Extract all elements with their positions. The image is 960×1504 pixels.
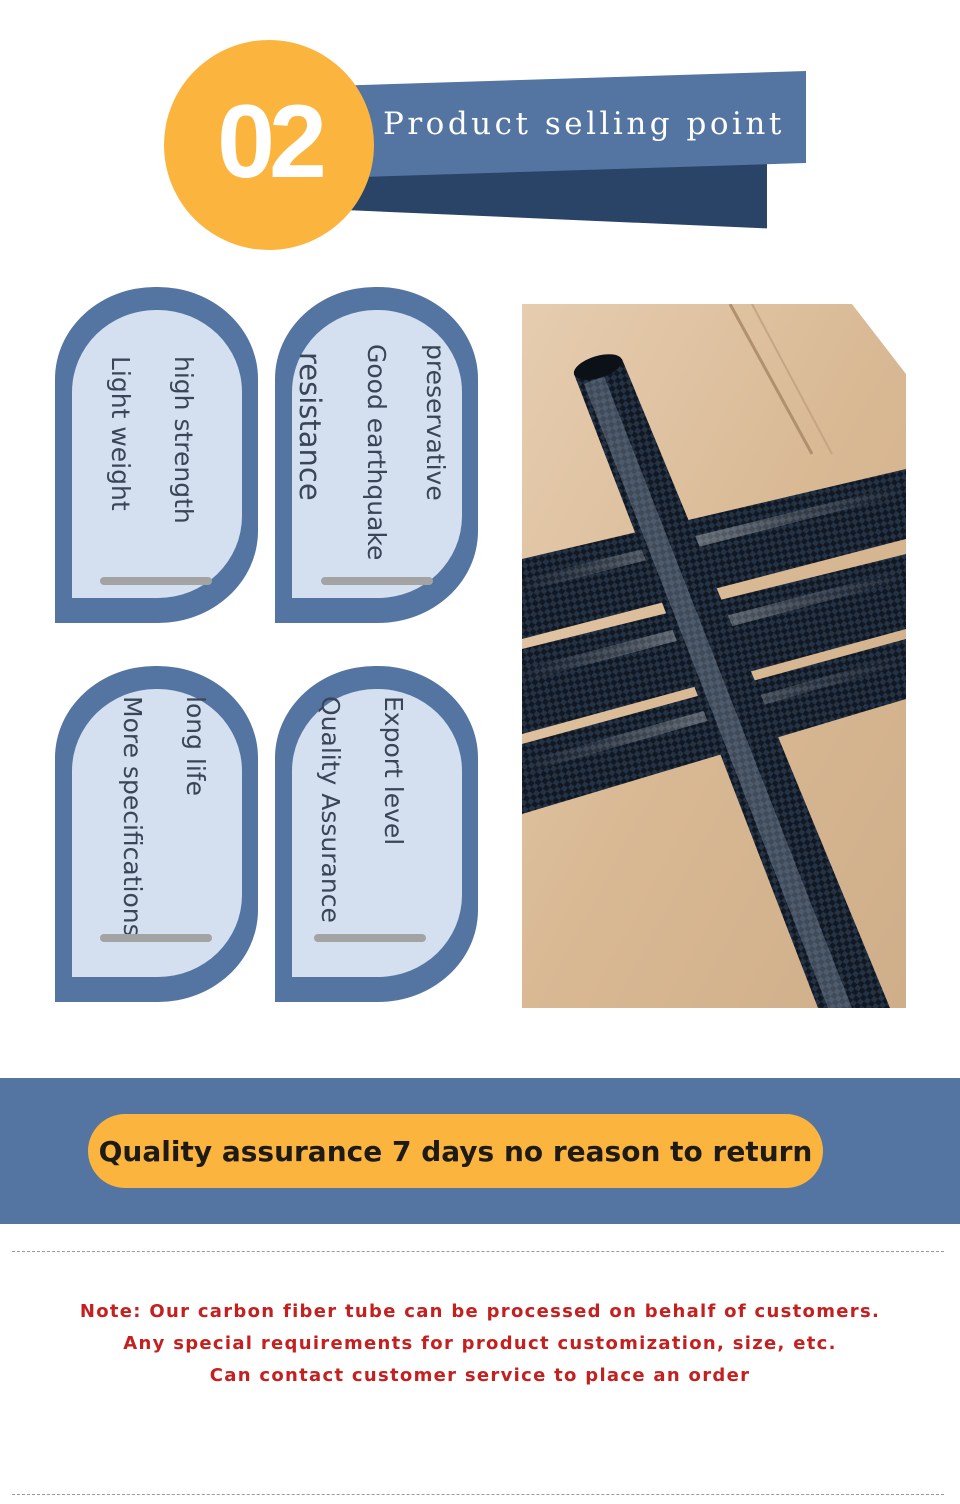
section-number: 02 <box>217 83 327 200</box>
feature-text: preservative <box>421 344 450 501</box>
feature-card-life: long life More specifications <box>55 666 258 1002</box>
note-line: Note: Our carbon fiber tube can be proce… <box>79 1301 881 1322</box>
quality-text: Quality assurance 7 days no reason to re… <box>98 1134 813 1168</box>
feature-text: high strength <box>169 356 198 524</box>
carbon-fiber-tubes-illustration <box>522 304 906 1008</box>
feature-text: More specifications <box>118 696 147 937</box>
quality-banner: Quality assurance 7 days no reason to re… <box>0 1078 960 1224</box>
feature-card-strength: high strength Light weight <box>55 287 258 623</box>
card-divider-bar <box>314 934 426 942</box>
feature-text: resistance <box>293 352 327 501</box>
dashed-divider-top <box>12 1251 944 1252</box>
feature-card-panel <box>292 310 462 598</box>
diagonal-tube <box>573 354 890 1008</box>
quality-pill: Quality assurance 7 days no reason to re… <box>88 1114 823 1188</box>
section-number-badge: 02 <box>164 40 374 250</box>
feature-text: Light weight <box>106 356 135 511</box>
card-divider-bar <box>321 577 433 585</box>
card-divider-bar <box>100 934 212 942</box>
note-line: Any special requirements for product cus… <box>123 1333 837 1354</box>
feature-text: Good earthquake <box>362 344 391 561</box>
feature-card-quality: Export level Quality Assurance <box>275 666 478 1002</box>
feature-card-panel <box>72 310 242 598</box>
feature-text: Export level <box>379 696 408 846</box>
feature-text: Quality Assurance <box>316 696 345 923</box>
carbon-fiber-tubes-photo <box>522 304 906 1008</box>
section-title: Product selling point <box>383 106 785 142</box>
card-divider-bar <box>100 577 212 585</box>
feature-card-panel <box>292 689 462 977</box>
feature-text: long life <box>181 696 210 796</box>
section-header: Product selling point 02 <box>0 0 960 270</box>
note-line: Can contact customer service to place an… <box>209 1365 751 1386</box>
notes-block: Note: Our carbon fiber tube can be proce… <box>0 1296 960 1392</box>
feature-card-earthquake: preservative Good earthquake resistance <box>275 287 478 623</box>
dashed-divider-bottom <box>12 1494 944 1495</box>
feature-card-panel <box>72 689 242 977</box>
